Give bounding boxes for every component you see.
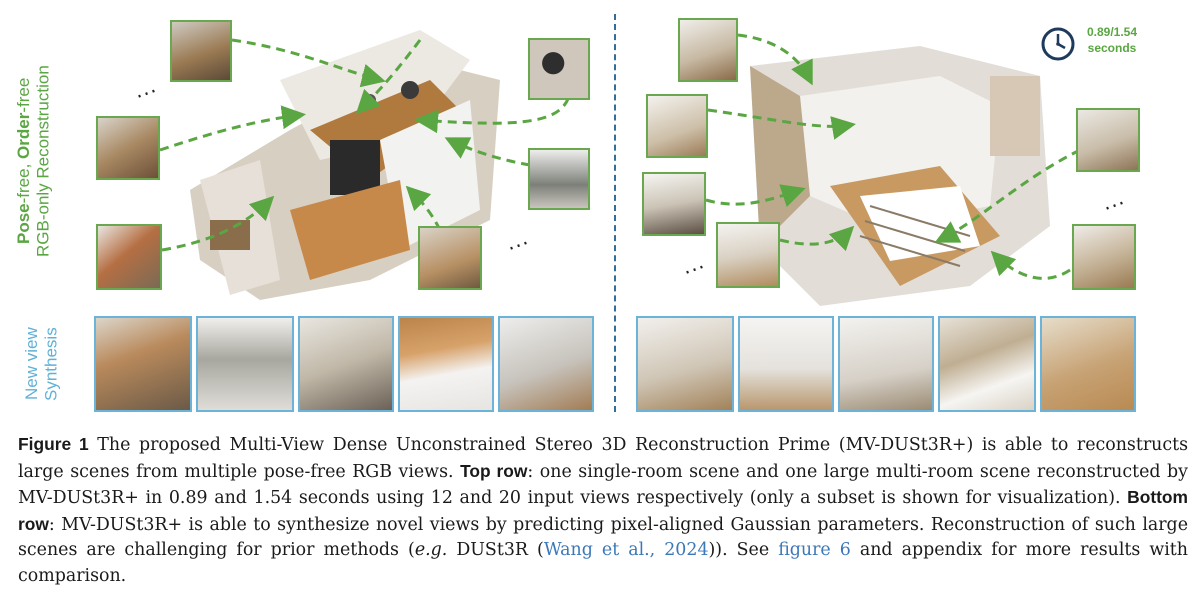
novel-view-image [636, 316, 734, 412]
novel-view-image [298, 316, 394, 412]
bottom-row-label: Bottom row [18, 487, 1188, 534]
figure-6-link[interactable]: figure 6 [778, 540, 851, 561]
novel-view-image [498, 316, 594, 412]
novel-view-image [398, 316, 494, 412]
input-view-thumb [528, 148, 590, 210]
timer-line1: 0.89/1.54 [1086, 25, 1138, 39]
timer-line2: seconds [1087, 41, 1137, 56]
novel-view-image [738, 316, 834, 412]
novel-view-image [938, 316, 1036, 412]
figure-panel: Pose-free, Order-free RGB-only Reconstru… [14, 14, 1186, 412]
input-view-thumb [96, 224, 162, 290]
input-view-thumb [1076, 108, 1140, 172]
input-view-thumb [646, 94, 708, 158]
input-view-thumb [716, 222, 780, 288]
citation-link[interactable]: Wang et al., 2024 [543, 540, 709, 561]
figure-label: Figure 1 [18, 434, 89, 454]
input-view-thumb [1072, 224, 1136, 290]
input-view-thumb [528, 38, 590, 100]
timer-text: 0.89/1.54 seconds [1082, 24, 1142, 56]
clock-icon [1041, 27, 1075, 61]
input-view-thumb [642, 172, 706, 236]
figure-caption: Figure 1 The proposed Multi-View Dense U… [18, 434, 1188, 586]
house-point-cloud [750, 46, 1050, 306]
timer-badge: 0.89/1.54 seconds [1036, 22, 1186, 68]
novel-view-image [94, 316, 192, 412]
novel-view-image [196, 316, 294, 412]
novel-view-image [1040, 316, 1136, 412]
top-row-label: Top row [460, 460, 528, 481]
input-view-thumb [418, 226, 482, 290]
side-label-synthesis: New view Synthesis [22, 316, 61, 412]
scene-divider [614, 14, 616, 412]
side-label-bottom-line1: New view [22, 327, 41, 401]
view-arrows [159, 33, 1081, 280]
input-view-thumb [170, 20, 232, 82]
input-view-thumb [96, 116, 160, 180]
side-label-bottom-line2: Synthesis [41, 327, 61, 401]
novel-view-image [838, 316, 934, 412]
input-view-thumb [678, 18, 738, 82]
